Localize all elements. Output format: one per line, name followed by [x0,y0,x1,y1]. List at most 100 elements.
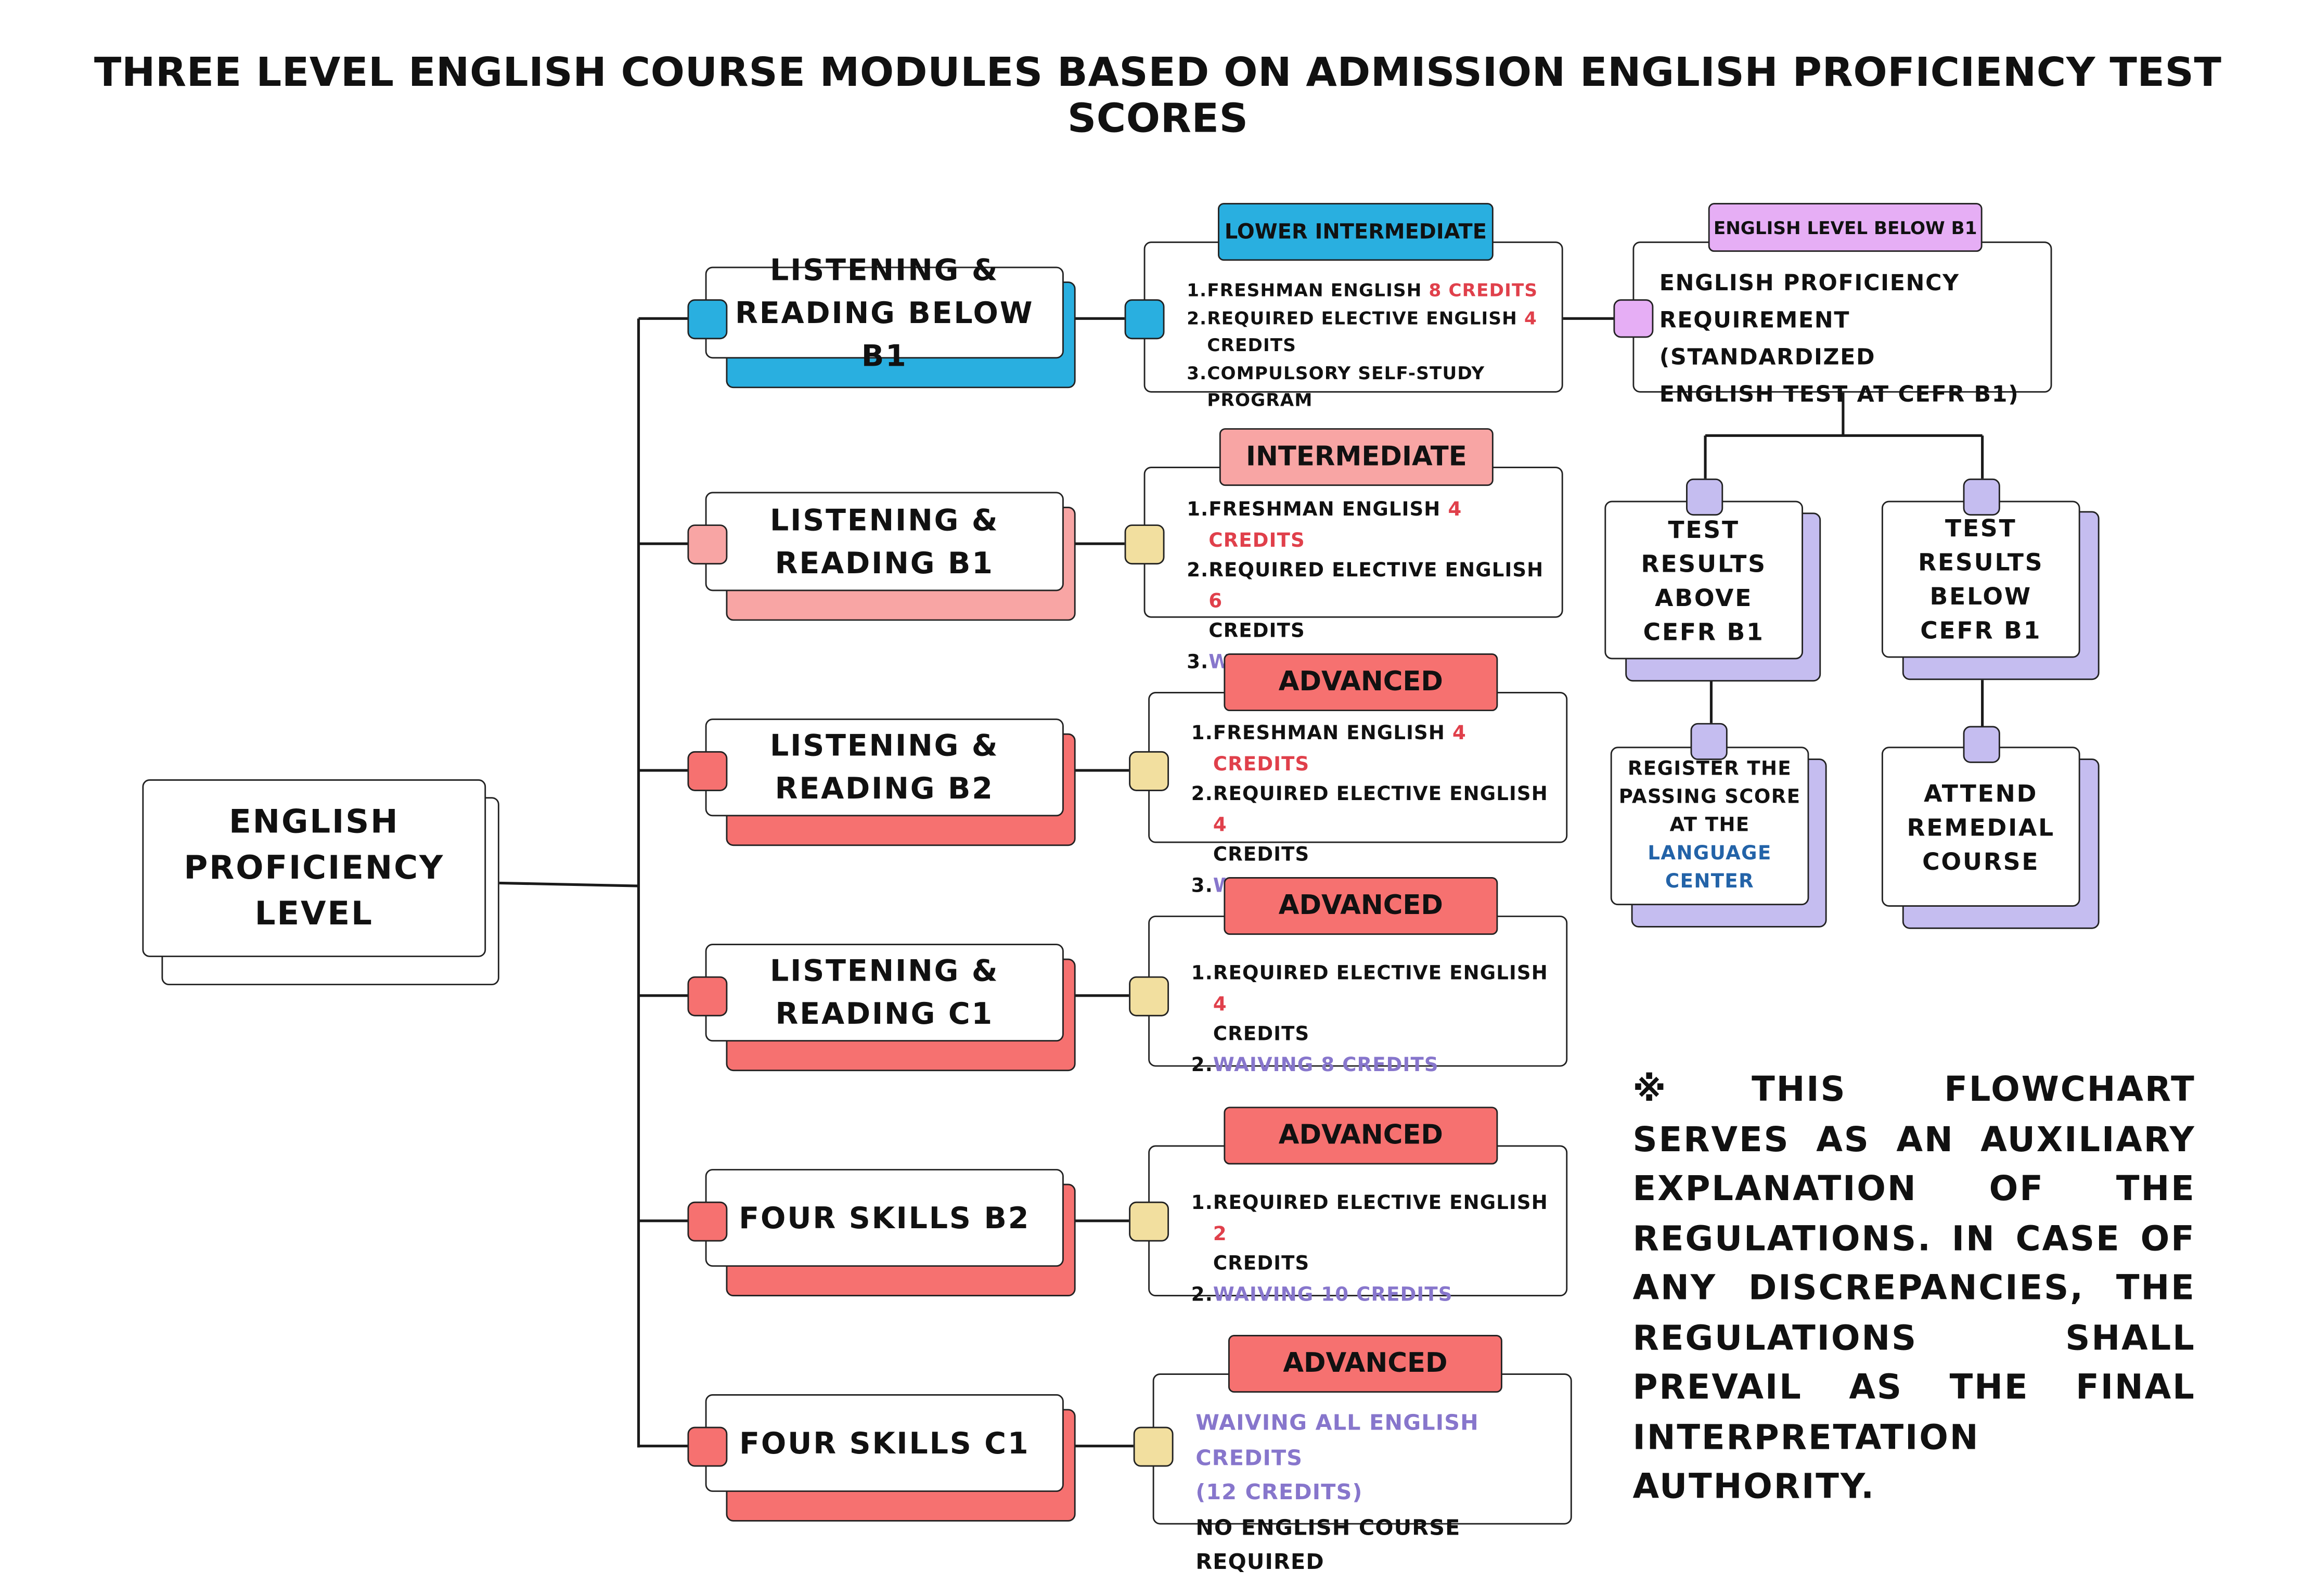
module-item-continuation: credits [1213,844,1310,867]
requirement-header-badge: English level below B1 [1708,203,1983,252]
root-label-line: proficiency [184,850,445,887]
module-item: 3.Compulsory self-study program [1187,359,1562,414]
module-item-number: 1. [1187,499,1209,522]
module-level-badge: Lower Intermediate [1218,203,1494,261]
module-item: 1.Freshman English 4 credits [1191,720,1566,781]
level-card: Listening &Reading below B1 [705,251,1064,372]
module-item-list: 1.Required elective English 2credits2.Wa… [1191,1190,1566,1311]
module-item: 2.Required elective English 4credits [1187,304,1562,359]
level-card-label: Listening & [770,727,999,763]
module-level-badge: Advanced [1228,1335,1502,1393]
test-below-line: below [1929,582,2032,611]
module-item-text: Freshman English [1207,280,1429,301]
module-connector-square [1124,524,1165,565]
module-connector-square [1129,751,1169,791]
module-item-text-wrap: Freshman English 8 credits [1207,277,1538,305]
module-level-label: Advanced [1283,1348,1448,1380]
module-item-text: (12 credits) [1195,1482,1363,1505]
test-results-above-card: Test results above CEFR B1 [1604,500,1804,660]
module-item-number: 3. [1191,874,1213,897]
module-item-number: 1. [1191,963,1213,985]
module-item-text: Required elective English [1208,560,1544,583]
register-connector-square [1690,723,1728,761]
level-connector-square [687,976,728,1016]
requirement-line: English test at CEFR B1) [1659,380,2019,408]
level-connector-square [687,299,728,340]
root-label-line: level [254,895,374,933]
requirement-line: English proficiency [1659,269,1960,297]
module-item-credits: 4 credits [1213,723,1466,776]
module-item-text: No English course required [1195,1516,1461,1575]
remedial-connector-square [1963,726,2000,763]
module-item: 2.Waiving 10 credits [1191,1281,1566,1311]
module-item-text-wrap: Waiving 8 credits [1213,1051,1439,1082]
connector-line [499,881,639,887]
register-passing-score-card: Register the passing score at the Langua… [1610,746,1809,906]
module-item: Waiving all English credits [1195,1408,1571,1477]
remedial-line: Attend [1924,778,2038,807]
level-card: Listening &Reading C1 [705,944,1064,1042]
page-title: Three level English course modules based… [94,50,2222,143]
test-above-connector-square [1686,478,1723,516]
module-level-badge: Intermediate [1219,428,1494,486]
module-item-text-wrap: Waiving 10 credits [1213,1281,1453,1311]
module-item-number: 2. [1191,1054,1213,1077]
module-item-list: Waiving all English credits (12 credits) N… [1195,1408,1571,1582]
module-item-list: 1.Required elective English 4credits2.Wa… [1191,960,1566,1082]
attend-remedial-course-card: Attend remedial course [1881,746,2080,907]
module-item-text-wrap: Required elective English 4credits [1213,960,1566,1051]
module-level-badge: Advanced [1224,1106,1498,1165]
module-item-credits: 6 [1208,590,1223,613]
language-center-link[interactable]: center [1665,871,1755,894]
module-item-text: Waiving all English credits [1195,1412,1479,1471]
module-item-text: Freshman English [1208,499,1448,522]
module-item-text-wrap: Required elective English 2credits [1213,1190,1566,1281]
level-card-label: Four skills B2 [739,1199,1031,1235]
module-level-label: Intermediate [1245,441,1467,473]
level-card-label: Reading below B1 [735,294,1034,373]
module-item: 1.Required elective English 4credits [1191,960,1566,1051]
module-item-credits: 8 credits [1429,280,1538,301]
requirement-connector-square [1613,299,1654,338]
module-item-text: Compulsory self-study program [1207,362,1485,410]
test-above-line: CEFR B1 [1643,617,1765,646]
module-level-badge: Advanced [1224,877,1498,935]
module-item-text-wrap: Required elective English 4credits [1213,781,1566,872]
module-item-continuation: credits [1213,1023,1310,1046]
module-item: 1.Freshman English 8 credits [1187,277,1562,305]
module-item-text-wrap: Required elective English 6credits [1208,557,1561,648]
level-card-label: Listening & [770,953,999,988]
register-line: Register the [1627,758,1792,781]
module-item-credits: 4 [1213,993,1227,1016]
language-center-link[interactable]: Language [1648,843,1772,866]
module-item-number: 1. [1187,280,1207,301]
module-connector-square [1129,976,1169,1016]
module-item-text: Freshman English [1213,723,1453,745]
module-item-list: 1.Freshman English 4 credits2.Required e… [1191,720,1566,902]
level-card-label: Reading B1 [775,544,994,580]
module-item-credits: 4 [1524,307,1537,328]
module-item-number: 2. [1187,560,1209,583]
root-label-line: English [229,804,400,841]
module-level-badge: Advanced [1224,653,1498,712]
level-connector-square [687,1201,728,1242]
module-item-text: Required elective English [1207,307,1524,328]
module-item: 1.Required elective English 2credits [1191,1190,1566,1281]
module-item: 1.Freshman English 4 credits [1187,496,1562,557]
level-card: Four skills B2 [705,1169,1064,1267]
level-connector-square [687,751,728,791]
module-level-label: Advanced [1278,1120,1443,1151]
module-item-number: 2. [1191,783,1213,806]
module-item-number: 2. [1187,307,1207,328]
module-connector-square [1124,299,1165,340]
module-item-number: 3. [1187,362,1207,383]
requirement-line: requirement (standardized [1659,306,1876,370]
module-connector-square [1129,1201,1169,1242]
module-box: 1.Required elective English 2credits2.Wa… [1148,1145,1568,1306]
module-item-number: 2. [1191,1283,1213,1306]
module-box: 1.Freshman English 4 credits2.Required e… [1148,692,1568,897]
level-card: Listening &Reading B1 [705,492,1064,591]
module-item-number: 3. [1187,651,1209,674]
module-level-label: Advanced [1278,666,1443,698]
module-item-text-wrap: No English course required [1195,1512,1571,1581]
